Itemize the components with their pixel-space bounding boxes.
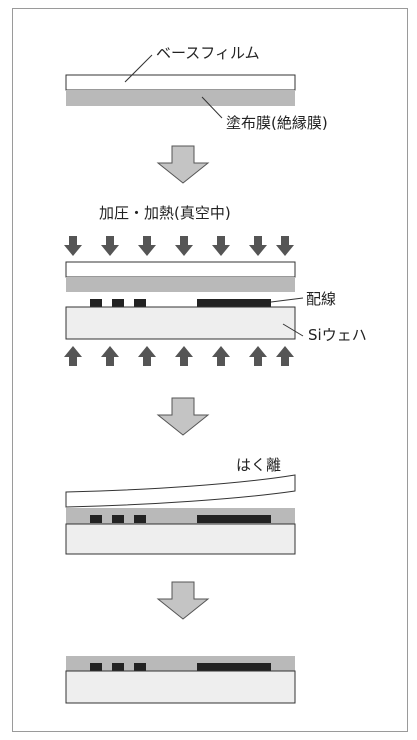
base-film-leader	[124, 54, 153, 83]
wiring-pad	[134, 515, 146, 523]
coating-pressed	[66, 277, 295, 292]
flow-arrow-3	[156, 581, 210, 620]
up-arrow	[249, 346, 267, 366]
wafer-leader	[282, 323, 304, 337]
pressure-arrows-bottom	[64, 346, 294, 366]
coating-leader	[201, 96, 223, 119]
si-wafer	[65, 670, 296, 704]
stage-2-press: 加圧・加熱(真空中) 配線 Siウェハ	[64, 204, 367, 366]
wiring-label: 配線	[306, 290, 336, 308]
down-arrow	[249, 236, 267, 256]
stage-4-result	[65, 656, 296, 704]
base-film	[65, 74, 296, 91]
peel-label: はく離	[236, 456, 281, 474]
figure-frame	[12, 8, 408, 732]
down-arrow	[276, 236, 294, 256]
flow-arrow-2	[156, 397, 210, 436]
si-wafer	[65, 523, 296, 555]
wafer-label: Siウェハ	[308, 326, 367, 344]
wiring-pad	[112, 515, 124, 523]
up-arrow	[101, 346, 119, 366]
wiring-pad	[90, 299, 102, 307]
up-arrow	[276, 346, 294, 366]
down-arrow	[64, 236, 82, 256]
down-arrow	[101, 236, 119, 256]
wiring-leader	[270, 297, 304, 303]
wiring-pad	[112, 299, 124, 307]
wiring-pad	[112, 663, 124, 671]
wiring-pad	[134, 299, 146, 307]
down-arrow	[212, 236, 230, 256]
base-film-pressed	[65, 261, 296, 278]
base-film-label: ベースフィルム	[156, 44, 260, 62]
up-arrow	[175, 346, 193, 366]
coating-layer	[66, 90, 295, 106]
wiring-bar	[197, 299, 271, 307]
up-arrow	[64, 346, 82, 366]
process-label: 加圧・加熱(真空中)	[99, 204, 231, 222]
down-arrow	[175, 236, 193, 256]
coating-label: 塗布膜(絶縁膜)	[226, 114, 328, 132]
wiring-bar	[197, 663, 271, 671]
si-wafer	[65, 306, 296, 340]
up-arrow	[212, 346, 230, 366]
wiring-bar	[197, 515, 271, 523]
peeled-film	[65, 474, 296, 508]
down-arrow	[138, 236, 156, 256]
wiring-pad	[90, 515, 102, 523]
flow-arrow-1	[156, 145, 210, 184]
stage-3-peel: はく離	[65, 456, 296, 555]
wiring-pad	[134, 663, 146, 671]
wiring-pad	[90, 663, 102, 671]
pressure-arrows-top	[64, 236, 294, 256]
stage-1-film: ベースフィルム 塗布膜(絶縁膜)	[65, 44, 328, 132]
up-arrow	[138, 346, 156, 366]
